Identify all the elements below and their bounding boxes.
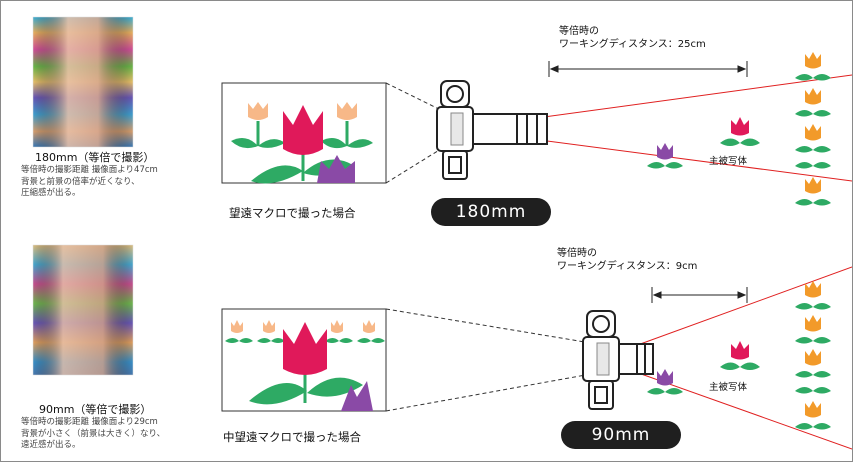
main-subject-label: 主被写体 [709,382,748,393]
working-distance-label: 等倍時の ワーキングディスタンス：25cm [559,26,706,50]
case-caption: 中望遠マクロで撮った場合 [223,430,361,444]
scene-180mm [32,16,852,206]
sample-photo-90mm [32,244,134,376]
main-subject-label: 主被写体 [709,156,748,167]
photo-description: 等倍時の撮影距離 撮像面より29cm 背景が小さく（前景は大きく）なり、 遠近感… [21,417,166,450]
focal-length-badge: 180mm [431,198,551,226]
background-tulips-180mm [795,52,831,206]
photo-caption: 180mm（等倍で撮影） [35,151,155,164]
focal-length-badge: 90mm [561,421,681,449]
scene-90mm [32,244,852,450]
case-caption: 望遠マクロで撮った場合 [229,206,356,220]
panel-180mm: 180mm（等倍で撮影） 等倍時の撮影距離 撮像面より47cm 背景と前景の倍率… [1,1,852,231]
distance-arrow-180mm [548,61,748,77]
framed-view-90mm [221,308,387,412]
camera-90mm [582,310,654,410]
framed-view-180mm [221,82,387,184]
background-tulips-90mm [795,281,831,430]
photo-description: 等倍時の撮影距離 撮像面より47cm 背景と前景の倍率が近くなり、 圧縮感が出る… [21,165,158,198]
working-distance-label: 等倍時の ワーキングディスタンス：9cm [557,248,698,272]
projection-lines-90mm [385,308,592,412]
camera-180mm [436,80,548,180]
subject-tulips-180mm [647,117,760,169]
distance-arrow-90mm [651,287,748,303]
subject-tulips-90mm [647,341,760,395]
panel-90mm: 90mm（等倍で撮影） 等倍時の撮影距離 撮像面より29cm 背景が小さく（前景… [1,231,852,461]
sample-photo-180mm [32,16,134,148]
photo-caption: 90mm（等倍で撮影） [39,403,152,416]
